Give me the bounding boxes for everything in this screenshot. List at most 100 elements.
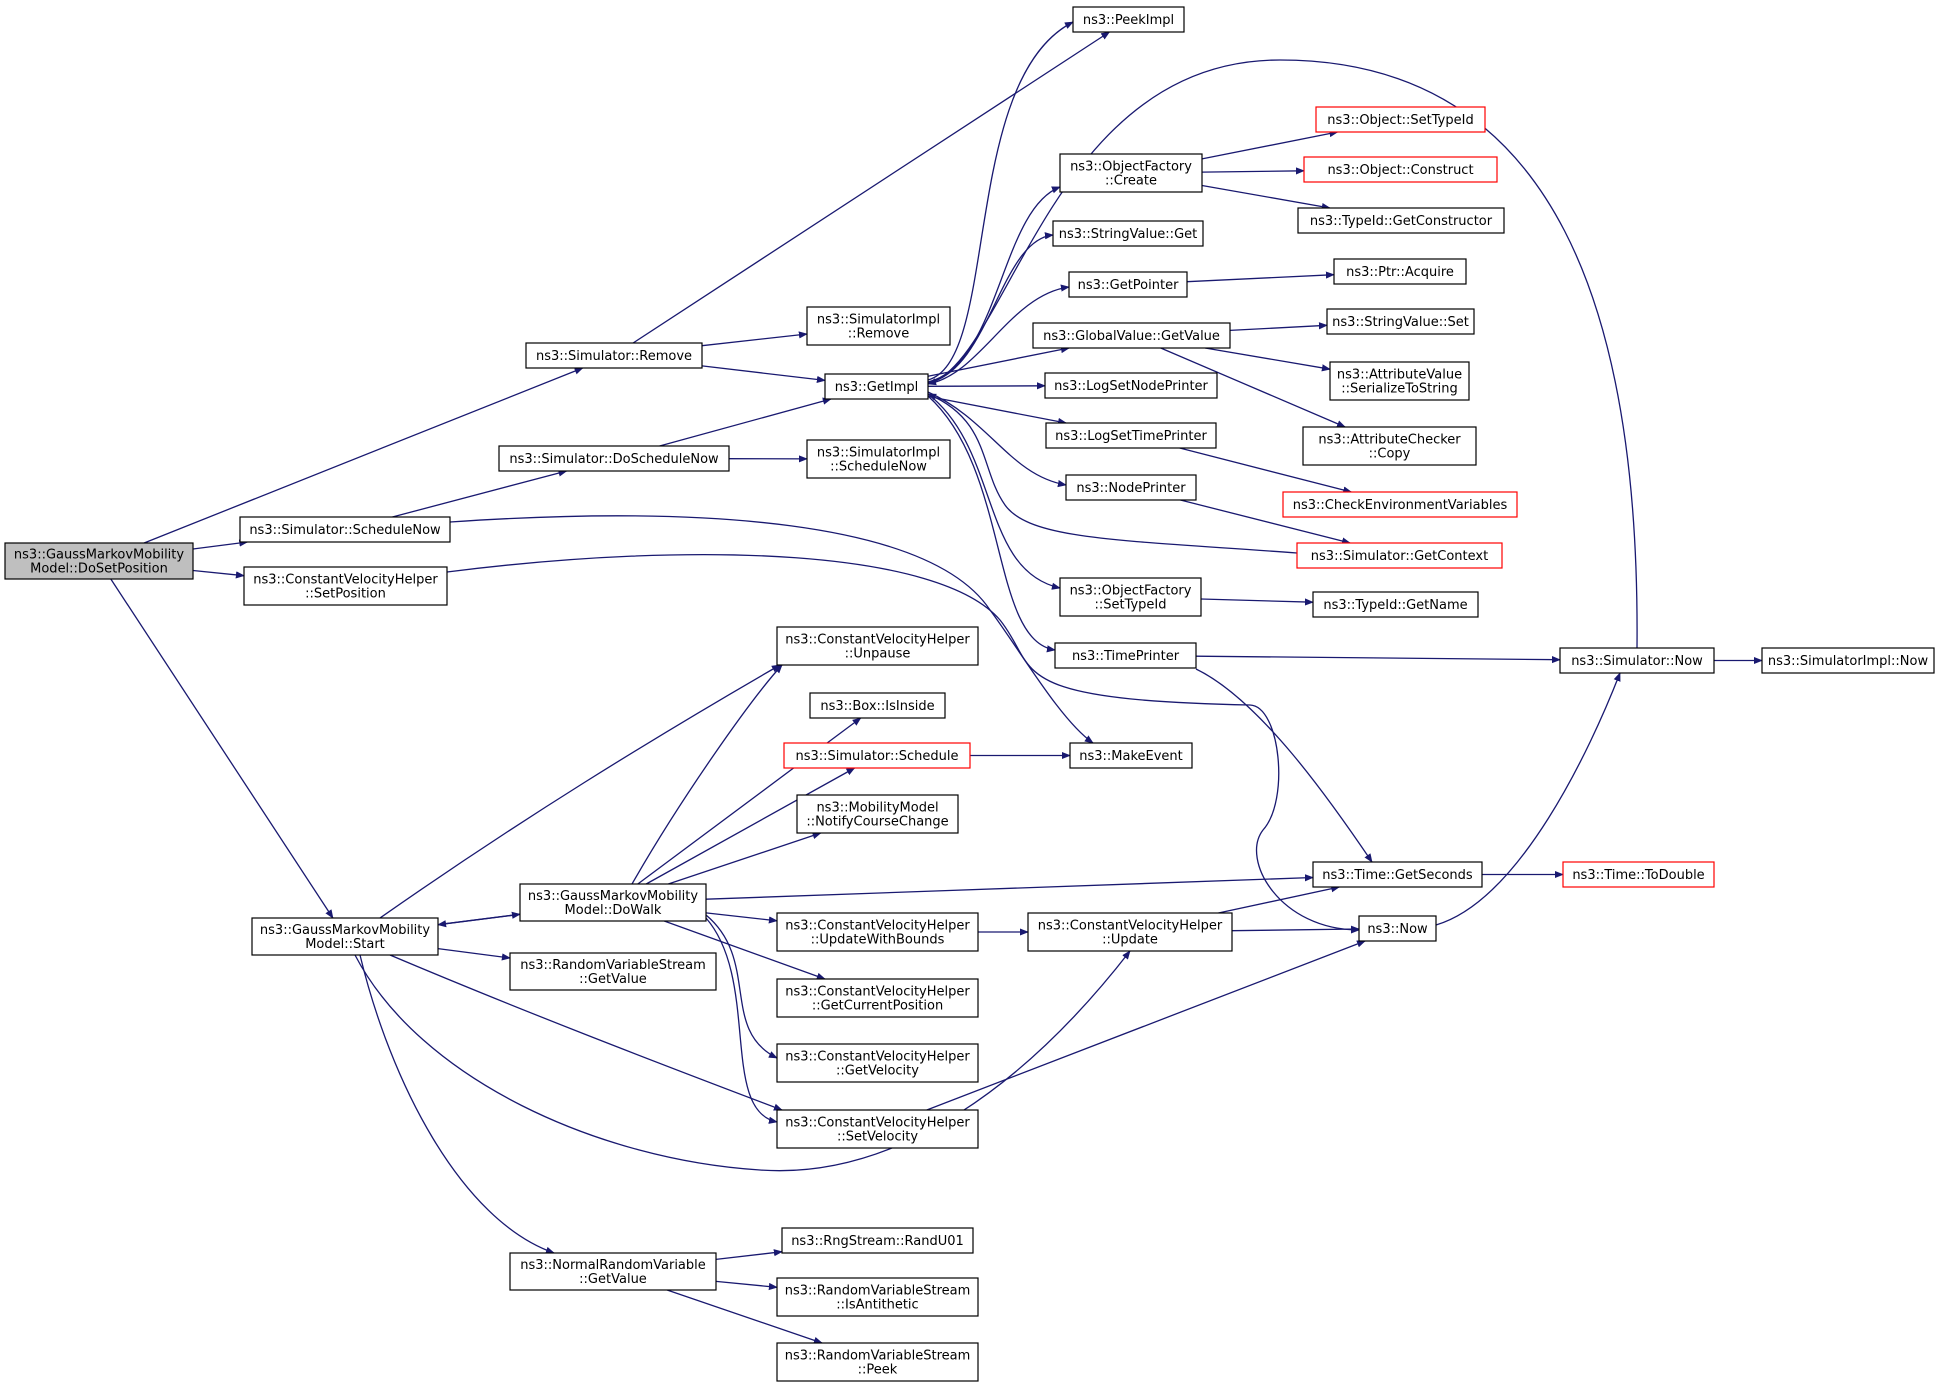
node-acCopy[interactable]: ns3::AttributeChecker::Copy [1302,426,1477,466]
edge-getImpl-to-gvGetValue [927,346,1070,377]
node-label: ns3::MobilityModel [816,801,938,816]
node-simImplNow[interactable]: ns3::SimulatorImpl::Now [1761,647,1935,674]
node-makeEvent[interactable]: ns3::MakeEvent [1069,742,1193,769]
node-rvsGetValue[interactable]: ns3::RandomVariableStream::GetValue [509,952,717,991]
edge-gmmStart-to-cvhUnpause [379,664,781,919]
node-box [1312,861,1483,888]
node-checkEnv[interactable]: ns3::CheckEnvironmentVariables [1282,491,1518,518]
node-rvsPeek[interactable]: ns3::RandomVariableStream::Peek [776,1342,979,1382]
node-simScheduleNow[interactable]: ns3::Simulator::ScheduleNow [239,516,451,543]
node-getImpl[interactable]: ns3::GetImpl [824,373,929,400]
node-nrvGetValue[interactable]: ns3::NormalRandomVariable::GetValue [509,1252,717,1291]
node-label: ::Peek [858,1363,898,1378]
node-getPointer[interactable]: ns3::GetPointer [1068,271,1188,298]
node-now[interactable]: ns3::Now [1358,915,1437,942]
node-box [498,445,730,472]
node-label: ::Unpause [845,647,911,662]
node-simImplScheduleNow[interactable]: ns3::SimulatorImpl::ScheduleNow [806,439,951,479]
node-box [1044,372,1218,399]
edge-cvhUpdate-to-timeGetSeconds [1218,885,1341,914]
node-logSetTimePrinter[interactable]: ns3::LogSetTimePrinter [1045,422,1217,449]
node-label: ::Create [1105,174,1157,189]
node-rngRandU01[interactable]: ns3::RngStream::RandU01 [781,1227,974,1254]
node-label: ns3::ConstantVelocityHelper [785,919,970,934]
node-label: ns3::RandomVariableStream [785,1349,971,1364]
edge-root-to-gmmStart [110,578,334,919]
node-mmNotify[interactable]: ns3::MobilityModel::NotifyCourseChange [796,794,959,834]
node-avSerialize[interactable]: ns3::AttributeValue::SerializeToString [1329,361,1470,401]
node-label: ns3::SimulatorImpl::Now [1768,654,1929,669]
node-label: ns3::Now [1367,922,1428,937]
node-box [1761,647,1935,674]
node-box [509,952,717,991]
node-simNow[interactable]: ns3::Simulator::Now [1559,647,1715,674]
edge-getImpl-to-logSetNodePrinter [927,382,1046,390]
node-timePrinter[interactable]: ns3::TimePrinter [1054,642,1197,669]
node-box [783,742,971,769]
edge-getImpl-to-ofCreate [927,186,1061,383]
edge-logSetTimePrinter-to-checkEnv [1179,447,1353,494]
node-label: Model::DoSetPosition [30,562,168,577]
node-box [776,1342,979,1382]
node-label: ns3::StringValue::Set [1332,315,1469,330]
node-svSet[interactable]: ns3::StringValue::Set [1326,308,1475,335]
node-box [806,439,951,479]
node-box [796,794,959,834]
node-label: ::Copy [1369,447,1411,462]
node-simRemove[interactable]: ns3::Simulator::Remove [525,342,703,369]
node-box [1312,591,1479,618]
node-box [519,883,707,922]
node-label: ns3::Box::IsInside [820,699,934,714]
node-box [776,1277,979,1317]
node-label: ns3::MakeEvent [1079,749,1183,764]
node-simImplRemove[interactable]: ns3::SimulatorImpl::Remove [806,306,951,346]
node-simDoScheduleNow[interactable]: ns3::Simulator::DoScheduleNow [498,445,730,472]
node-objSetTypeId[interactable]: ns3::Object::SetTypeId [1315,106,1486,133]
node-label: ns3::Ptr::Acquire [1346,265,1454,280]
node-rvsIsAntithetic[interactable]: ns3::RandomVariableStream::IsAntithetic [776,1277,979,1317]
edge-simRemove-to-peekImpl [632,31,1111,344]
node-cvhUpdate[interactable]: ns3::ConstantVelocityHelper::Update [1027,912,1233,952]
node-tidGetConstructor[interactable]: ns3::TypeId::GetConstructor [1297,207,1505,234]
node-simGetContext[interactable]: ns3::Simulator::GetContext [1296,542,1503,569]
node-ofSetTypeId[interactable]: ns3::ObjectFactory::SetTypeId [1059,577,1202,617]
node-peekImpl[interactable]: ns3::PeekImpl [1072,6,1185,33]
node-svGet[interactable]: ns3::StringValue::Get [1052,220,1204,247]
node-timeToDouble[interactable]: ns3::Time::ToDouble [1562,861,1715,888]
node-simSchedule[interactable]: ns3::Simulator::Schedule [783,742,971,769]
node-cvhGetVelocity[interactable]: ns3::ConstantVelocityHelper::GetVelocity [776,1043,979,1083]
edge-root-to-simRemove [143,367,584,544]
edge-gmmStart-to-cvhUpdate [354,950,1131,1172]
edge-getPointer-to-ptrAcquire [1186,271,1335,283]
node-box [824,373,929,400]
node-label: ns3::RandomVariableStream [785,1284,971,1299]
node-gvGetValue[interactable]: ns3::GlobalValue::GetValue [1032,322,1231,349]
node-cvhSetVelocity[interactable]: ns3::ConstantVelocityHelper::SetVelocity [776,1109,979,1149]
node-box [239,516,451,543]
node-objConstruct[interactable]: ns3::Object::Construct [1303,156,1498,183]
node-tidGetName[interactable]: ns3::TypeId::GetName [1312,591,1479,618]
node-label: ns3::TimePrinter [1072,649,1180,664]
node-label: ns3::ConstantVelocityHelper [785,985,970,1000]
edge-simRemove-to-getImpl [701,365,826,384]
node-cvhGetCurrentPosition[interactable]: ns3::ConstantVelocityHelper::GetCurrentP… [776,978,979,1018]
node-nodePrinter[interactable]: ns3::NodePrinter [1065,474,1197,501]
node-ptrAcquire[interactable]: ns3::Ptr::Acquire [1333,258,1467,285]
node-cvhSetPosition[interactable]: ns3::ConstantVelocityHelper::SetPosition [243,566,448,606]
node-boxIsInside[interactable]: ns3::Box::IsInside [809,692,946,719]
node-cvhUpdateWithBounds[interactable]: ns3::ConstantVelocityHelper::UpdateWithB… [776,912,979,952]
node-box [1059,577,1202,617]
node-box [1326,308,1475,335]
node-ofCreate[interactable]: ns3::ObjectFactory::Create [1059,153,1203,193]
node-cvhUnpause[interactable]: ns3::ConstantVelocityHelper::Unpause [776,626,979,666]
node-box [251,917,439,956]
node-label: ns3::Simulator::Now [1571,654,1703,669]
node-box [1045,422,1217,449]
node-label: ::SetVelocity [837,1130,918,1145]
node-timeGetSeconds[interactable]: ns3::Time::GetSeconds [1312,861,1483,888]
node-logSetNodePrinter[interactable]: ns3::LogSetNodePrinter [1044,372,1218,399]
node-root[interactable]: ns3::GaussMarkovMobilityModel::DoSetPosi… [4,542,194,580]
